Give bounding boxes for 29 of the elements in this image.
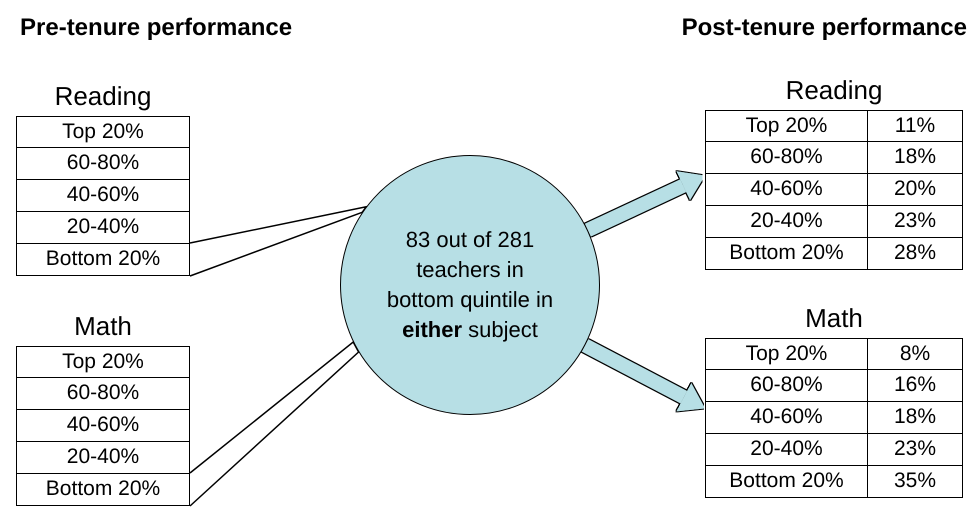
table-title: Math [804,302,864,335]
table-cell: 20-40% [16,211,190,244]
table-cell: Bottom 20% [16,243,190,276]
block-arrow [584,171,705,236]
table-title: Reading [54,80,152,113]
table-title: Math [73,310,133,343]
section-heading: Post-tenure performance [682,14,967,42]
table-cell: 60-80% [16,147,190,180]
table-cell: Top 20% [16,116,190,148]
connector-lines [189,206,368,277]
table-cell: 11% [867,110,963,142]
table-cell: Top 20% [705,110,868,142]
table-cell: Bottom 20% [705,465,868,498]
table-cell: 40-60% [16,409,190,442]
table-cell: 20-40% [16,441,190,474]
table-cell: 60-80% [16,377,190,410]
table-cell: 8% [867,338,963,370]
table-cell: 28% [867,237,963,270]
table-cell: Bottom 20% [705,237,868,270]
table-cell: Bottom 20% [16,473,190,506]
circle-text: 83 out of 281 teachers in bottom quintile in either subject [386,226,554,344]
connector-lines [189,340,360,507]
table-title: Reading [784,74,884,107]
block-arrow [582,339,706,412]
table-cell: Top 20% [16,346,190,378]
table-cell: 35% [867,465,963,498]
table-cell: Top 20% [705,338,868,370]
section-heading: Pre-tenure performance [20,14,292,42]
table-cell: 40-60% [16,179,190,212]
